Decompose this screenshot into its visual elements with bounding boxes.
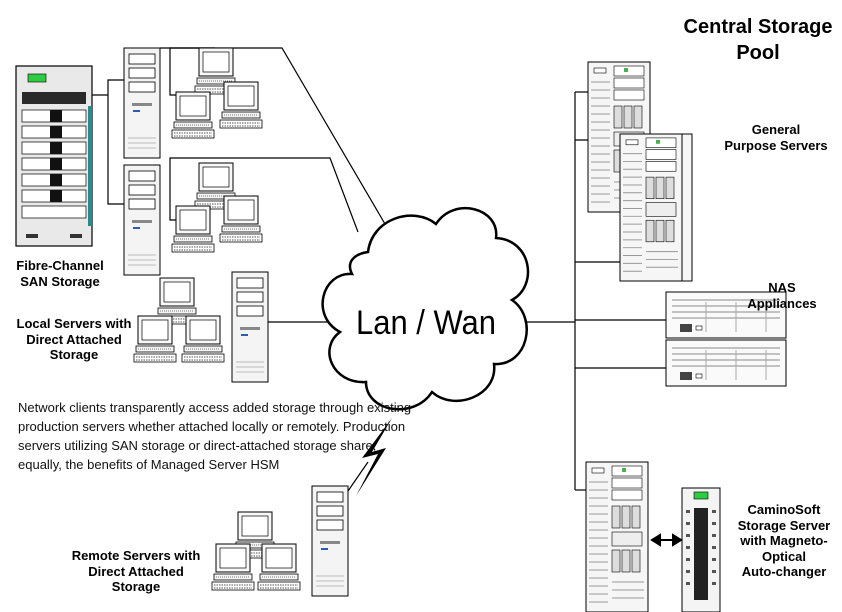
remote-servers-label: Remote Servers with Direct Attached Stor… <box>64 548 208 595</box>
workstation-icon <box>257 543 301 591</box>
label-line: Storage <box>111 579 161 595</box>
cloud-icon <box>321 207 530 411</box>
title-line: Central Storage <box>683 16 833 38</box>
description-text: Network clients transparently access add… <box>18 400 412 472</box>
workstation-icon <box>211 543 255 591</box>
workstation-icon <box>181 315 225 363</box>
tower-server-icon <box>311 485 349 597</box>
storage-rack-icon <box>15 65 93 247</box>
label-line: SAN Storage <box>20 273 100 289</box>
title-line: Pool <box>736 42 780 64</box>
label-line: Direct Attached <box>26 331 122 347</box>
caminosoft-label: CaminoSoft Storage Server with Magneto- … <box>728 502 840 580</box>
label-line: Storage <box>49 347 99 363</box>
label-line: Purpose Servers <box>724 137 828 153</box>
label-line: Direct Attached <box>88 563 184 579</box>
tower-server-icon <box>123 164 161 276</box>
label-line: CaminoSoft <box>747 502 821 517</box>
label-line: General <box>751 122 801 137</box>
label-line: Fibre-Channel <box>16 258 104 273</box>
label-line: Auto-changer <box>741 564 827 580</box>
label-line: Local Servers with <box>16 316 132 331</box>
local-servers-label: Local Servers with Direct Attached Stora… <box>8 316 140 363</box>
workstation-icon <box>171 205 215 253</box>
label-line: with Magneto- <box>740 533 828 549</box>
diagram-title: Central Storage Pool <box>676 14 840 66</box>
label-line: NAS <box>768 280 796 295</box>
tower-server-icon <box>585 461 649 612</box>
workstation-icon <box>133 315 177 363</box>
tower-server-icon <box>123 47 161 159</box>
nas-label: NAS Appliances <box>734 280 830 311</box>
workstation-icon <box>219 195 263 243</box>
workstation-icon <box>219 81 263 129</box>
optical-autochanger-icon <box>681 487 721 612</box>
label-line: Storage Server <box>737 517 831 533</box>
tower-server-icon <box>619 133 693 282</box>
general-servers-label: General Purpose Servers <box>714 122 838 153</box>
network-label: Lan / Wan <box>356 304 496 342</box>
label-line: Appliances <box>747 295 817 311</box>
tower-server-icon <box>231 271 269 383</box>
workstation-icon <box>171 91 215 139</box>
lightning-bolt-icon <box>356 418 392 496</box>
label-line: Optical <box>761 548 807 564</box>
double-arrow-icon <box>650 533 683 547</box>
label-line: Remote Servers with <box>71 548 201 563</box>
nas-appliance-icon <box>665 339 787 387</box>
san-storage-label: Fibre-Channel SAN Storage <box>8 258 112 289</box>
